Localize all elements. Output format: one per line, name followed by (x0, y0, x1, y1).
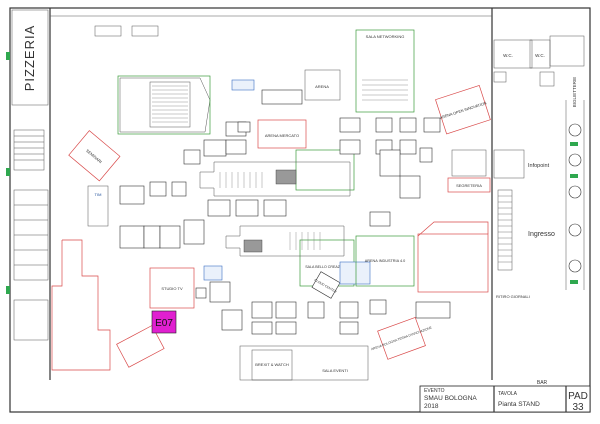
ritiro-giornali-label: RITIRO GIORNALI (496, 294, 530, 299)
arena-industria-label: ARENA INDUSTRIA 4.0 (365, 259, 406, 263)
large-booth-right-top (417, 221, 489, 237)
biglietterie-label: BIGLIETTERIE (572, 77, 577, 108)
tim-label: TIM (95, 192, 102, 197)
infopoint-area: Infopoint SEGRETERIA (447, 149, 550, 193)
booth-grid (119, 89, 451, 335)
lower-stair-corridor (225, 225, 345, 257)
wc-left-label: W.C. (503, 53, 513, 58)
segreteria-label: SEGRETERIA (456, 183, 482, 188)
arena-open-innovation-label: ARENA OPEN INNOVATION (439, 101, 487, 120)
arena-top: ARENA (304, 69, 341, 101)
blue-booths (203, 79, 371, 285)
wc-right-label: W.C. (535, 53, 545, 58)
central-stair-corridor (199, 161, 351, 197)
brexit-room: BREXIT & WATCH (239, 345, 369, 381)
sala-networking-label: SALA NETWORKING (366, 34, 405, 39)
seminari-box: SEMINARI (68, 130, 121, 182)
arena-industria: ARENA INDUSTRIA 4.0 (355, 235, 415, 287)
evento-year: 2018 (424, 403, 439, 410)
arena-mercato-label: ARENA MERCATO (265, 133, 299, 138)
tim-stand: TIM (87, 185, 109, 227)
title-block: EVENTO SMAU BOLOGNA 2018 TAVOLA Pianta S… (419, 385, 591, 413)
arena-bottom-left (116, 325, 165, 368)
cloud-center: CLOUD CENTER (311, 271, 341, 299)
arena-open-innovation: ARENA OPEN INNOVATION (435, 85, 491, 135)
bar-label: BAR (537, 380, 548, 386)
tavola-label: TAVOLA (498, 391, 518, 397)
sala-eventi-label: SALA EVENTI (322, 368, 348, 373)
ingresso-label: Ingresso (528, 231, 555, 238)
highlighted-stand-label: E07 (155, 318, 173, 329)
red-zone-west (51, 239, 111, 371)
sala-bello-label: SALA BELLO CREAZIONE (305, 265, 349, 269)
sala-networking: SALA NETWORKING (355, 29, 415, 113)
brexit-label: BREXIT & WATCH (255, 362, 289, 367)
highlighted-stand-box[interactable] (151, 310, 177, 334)
arena-label: ARENA (315, 84, 329, 89)
arena-main-block (117, 75, 211, 135)
entrance-stairs: Ingresso (497, 189, 555, 271)
pizzeria-area: PIZZERIA (11, 9, 49, 106)
west-stairs (13, 129, 49, 341)
exit-signs (6, 52, 578, 294)
studio-tv-label: STUDIO TV (161, 286, 183, 291)
service-area-east: W.C. W.C. BIGLIETTERIE (493, 35, 585, 108)
tavola-value: Pianta STAND (498, 401, 540, 408)
large-booth-right (417, 233, 489, 293)
pad-label: PAD (568, 391, 588, 402)
arena-mercato: ARENA MERCATO (257, 119, 307, 149)
highlighted-stand[interactable]: E07 (151, 310, 177, 334)
pad-value: 33 (572, 402, 584, 413)
evento-label: EVENTO (424, 388, 445, 394)
pizzeria-label: PIZZERIA (22, 25, 37, 92)
infopoint-label: Infopoint (528, 163, 550, 169)
seminari-label: SEMINARI (85, 148, 103, 164)
studio-tv: STUDIO TV (149, 267, 195, 309)
evento-name: SMAU BOLOGNA (424, 395, 477, 402)
arena-bologna: ARENA BOLOGNA TERRA D'INNOVAZIONE (371, 316, 432, 360)
green-zone-center (295, 149, 355, 191)
east-columns (565, 100, 585, 290)
hall-outer-wall (9, 7, 591, 413)
top-windows (94, 25, 159, 37)
